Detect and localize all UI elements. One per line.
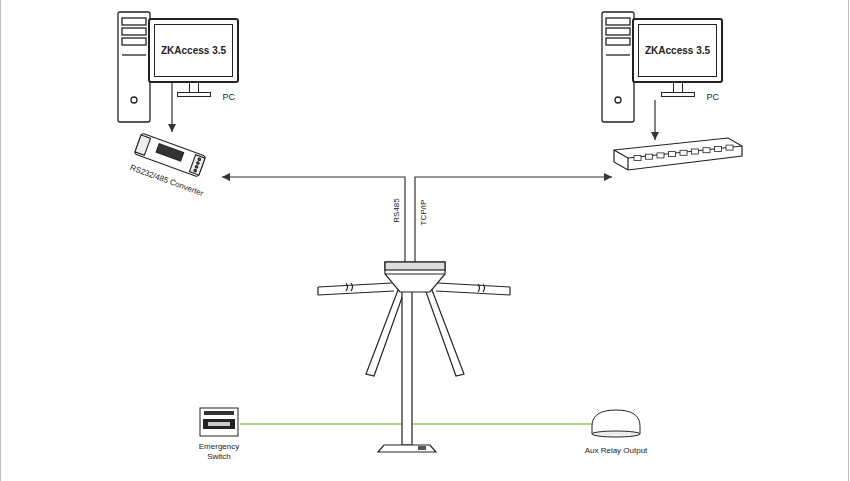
switch-port [692, 149, 699, 154]
frame-line [0, 0, 1, 481]
monitor-screen: ZKAccess 3.5 [638, 24, 717, 77]
switch-port [703, 148, 710, 153]
tripod-turnstile [318, 262, 510, 452]
pc-label: PC [707, 92, 720, 102]
arrow-connector [171, 83, 172, 132]
emergency-switch-icon [194, 406, 244, 438]
monitor-screen: ZKAccess 3.5 [154, 24, 233, 77]
pc-switch-arrow [654, 100, 655, 140]
aux-wire [412, 423, 592, 425]
device-label: Aux Relay Output [566, 446, 666, 455]
pc-monitor: ZKAccess 3.5PC [632, 18, 723, 83]
switch-port [657, 153, 664, 158]
aux-relay-output: Aux Relay Output [566, 404, 666, 455]
beacon-icon [566, 404, 666, 440]
pc-monitor: ZKAccess 3.5PC [148, 18, 239, 83]
pc-tower [118, 12, 150, 122]
pc-label: PC [223, 92, 236, 102]
switch-port [715, 146, 722, 151]
signal-label: TCP/IP [420, 199, 429, 225]
emergency-wire [240, 423, 402, 425]
frame-line [848, 0, 849, 481]
tcpip-cable [415, 177, 612, 262]
software-name: ZKAccess 3.5 [645, 45, 710, 56]
pc-tower [602, 12, 634, 122]
switch-port [726, 145, 733, 150]
monitor-frame: ZKAccess 3.5 [632, 18, 723, 83]
software-name: ZKAccess 3.5 [161, 45, 226, 56]
switch-port [634, 156, 641, 161]
network-switch [614, 138, 742, 170]
monitor-base [661, 92, 695, 97]
rs232-485-converter: RS232/485 Converter [118, 132, 218, 202]
switch-port [646, 154, 653, 159]
monitor-frame: ZKAccess 3.5 [148, 18, 239, 83]
switch-port [680, 150, 687, 155]
monitor-base [177, 92, 211, 97]
emergency-switch: Emergency Switch [194, 406, 244, 461]
device-label: Emergency Switch [194, 442, 244, 461]
signal-label: RS485 [392, 198, 401, 222]
switch-port [669, 152, 676, 157]
rs485-cable [222, 177, 405, 262]
